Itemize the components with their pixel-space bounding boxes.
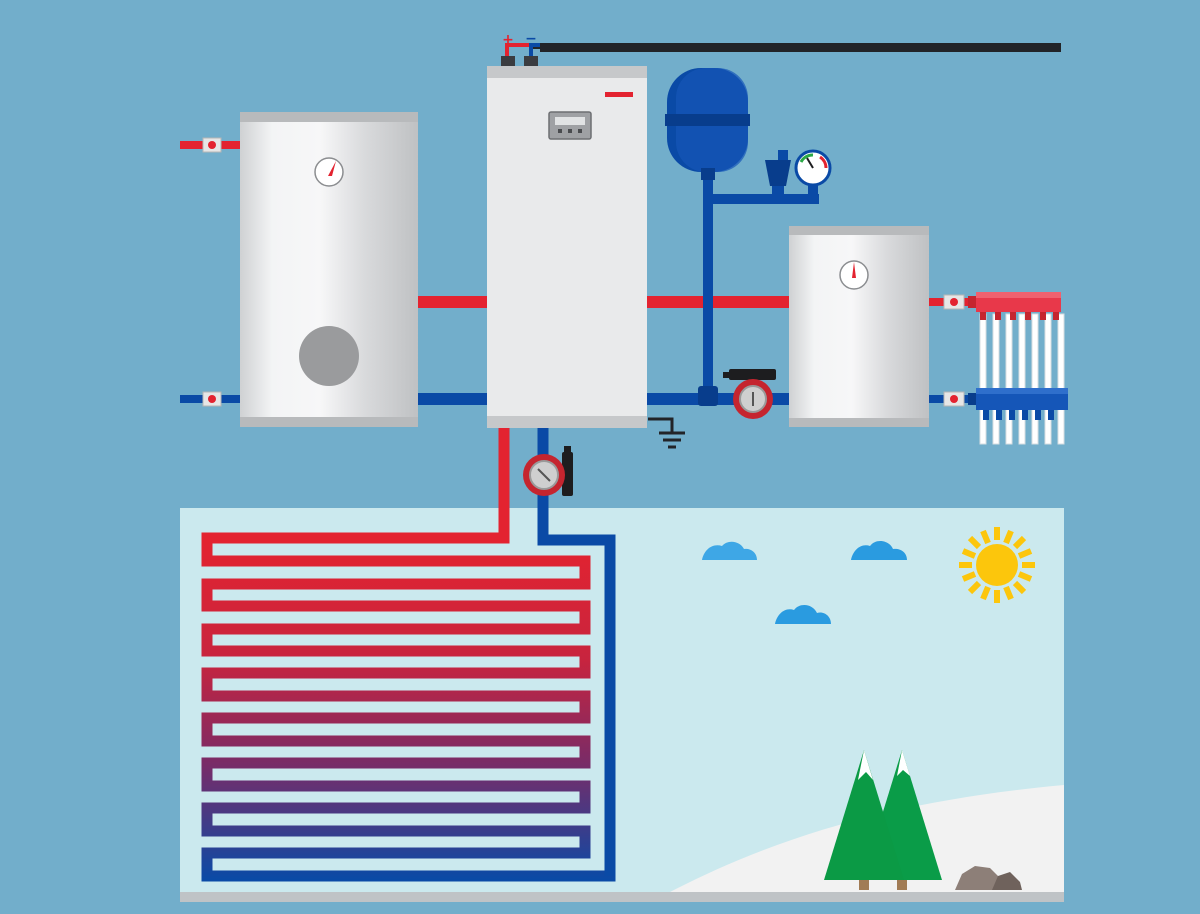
negative-wire: [529, 43, 540, 58]
storage-tank-top-cap: [240, 112, 418, 122]
hot-pipe-pump-to-buffer: [646, 296, 792, 308]
pump-motor-housing: [729, 369, 776, 380]
rock-icon: [955, 866, 1022, 890]
ball-valve-icon: [943, 294, 965, 310]
power-cable: [540, 43, 1061, 52]
thermometer-icon: [839, 260, 869, 290]
ground-baseline: [180, 892, 1064, 902]
ground-loop-supply-pipe: [210, 428, 510, 544]
storage-tank: [240, 112, 418, 427]
expansion-vessel-riser: [703, 170, 713, 400]
ball-valve-icon: [202, 391, 222, 407]
storage-tank-inspection-port: [299, 326, 359, 386]
cloud-icon: [775, 604, 831, 624]
ground-symbol-icon: [648, 417, 685, 449]
positive-terminal: [501, 56, 515, 68]
positive-label: +: [502, 32, 514, 48]
power-terminal: + −: [501, 31, 1061, 68]
cold-pipe-tank-to-pump: [416, 393, 490, 405]
ground-field: [180, 508, 1064, 902]
ball-valve-icon: [943, 391, 965, 407]
heat-pump-top-cap: [487, 66, 647, 78]
heat-pump-bottom-cap: [487, 416, 647, 428]
sun-icon: [959, 527, 1035, 603]
pump-motor-housing: [562, 452, 573, 496]
air-vent-valve-icon: [765, 150, 791, 196]
thermometer-icon: [314, 157, 344, 187]
ground-loop-collector: [201, 428, 616, 882]
control-panel-display-icon: [548, 111, 592, 140]
manifold-supply: [968, 292, 1065, 445]
tee-fitting: [698, 386, 718, 406]
pump-arrow: [537, 468, 551, 482]
negative-terminal: [524, 56, 538, 68]
storage-tank-bottom-cap: [240, 417, 418, 427]
pump-cable-gland: [723, 372, 731, 378]
buffer-tank-top-cap: [789, 226, 929, 235]
cloud-icon: [851, 540, 907, 560]
hot-pipe-tank-to-pump: [416, 296, 490, 308]
circulation-pump-ground: [523, 446, 573, 496]
pressure-gauge-icon: [794, 149, 832, 196]
buffer-tank-bottom-cap: [789, 418, 929, 427]
buffer-tank-body: [789, 226, 929, 427]
heat-pump-unit: [487, 66, 647, 428]
tree-icon: [824, 750, 904, 890]
positive-wire: [505, 43, 531, 58]
cloud-icon: [702, 541, 757, 560]
heat-pump-indicator-light: [605, 92, 633, 97]
expansion-vessel-band: [665, 114, 750, 126]
negative-label: −: [525, 31, 537, 47]
manifold-return: [968, 388, 1068, 420]
buffer-tank: [789, 226, 929, 427]
ball-valve-icon: [202, 137, 222, 153]
expansion-vessel: [665, 68, 750, 180]
pump-cable-gland: [564, 446, 571, 454]
gauge-branch-pipe: [703, 194, 819, 204]
circulation-pump-heating: [723, 369, 776, 419]
expansion-vessel-neck: [701, 168, 715, 180]
